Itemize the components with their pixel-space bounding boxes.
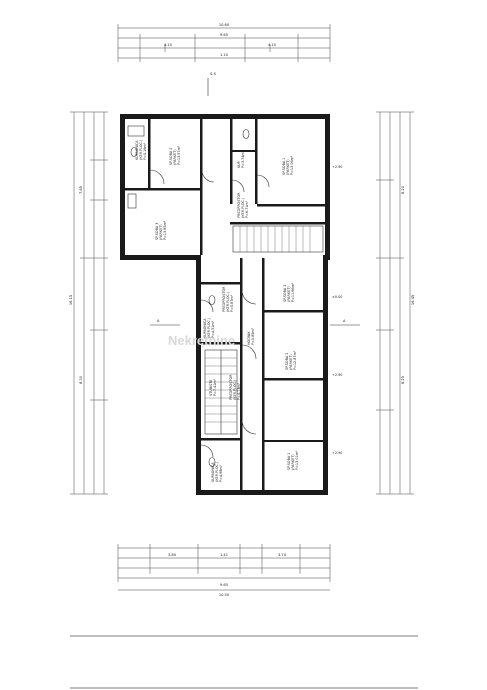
room-bedroom-3-right-l2: (PARKET) [287, 286, 291, 302]
bottom-dim-seg-c: 3.74 [278, 553, 287, 557]
room-hall-top-l3: P=6.71m² [245, 200, 249, 218]
left-dimension-chains: 16.15 7.85 8.30 [69, 111, 108, 495]
watermark: Nekretnine [168, 333, 235, 348]
room-bedroom-3-right-l1: SP.SOBA 3 [283, 285, 287, 302]
room-stairs-l2: P=7.41m² [213, 378, 217, 396]
building-walls [120, 114, 330, 495]
room-bath-top-left-l2: (KER.PLOČ.) [138, 139, 143, 160]
room-bedroom-2-l3: P=13.97m² [177, 145, 181, 165]
kota-2: ±0.00 [332, 295, 342, 299]
room-bedroom-2-right-l2: (PARKET) [289, 354, 293, 370]
door-swings [149, 169, 270, 458]
room-bath-bottom-l1: KUPAONICA [211, 462, 215, 482]
room-bedroom-1-top-l2: (PARKET) [286, 159, 290, 175]
room-bath-mid-l3: P=4.51m² [211, 320, 215, 338]
room-bath-bottom-l3: P=4.98m² [219, 464, 223, 482]
section-label-top: S-S [210, 72, 217, 76]
room-bedroom-1-right-l3: P=13.01m² [295, 450, 299, 470]
room-bath-top-left-l3: P=5.16m² [143, 142, 147, 160]
room-hall-mid-l2: (KER.PLOČ.) [225, 291, 230, 312]
room-bath-top-left-l1: KUPAONICA [135, 140, 139, 160]
top-dim-overall-b: 9.65 [220, 33, 228, 37]
bottom-dimension-chains: 3.80 1.41 3.74 9.65 10.50 [117, 544, 331, 597]
room-hall-mid-l1: PREDPROSTOR [222, 286, 226, 312]
room-bedroom-1-right-l1: SP.SOBA 1 [287, 453, 291, 470]
room-bedroom-1-top-l3: P=13.06m² [290, 155, 294, 175]
left-dim-b: 8.30 [79, 375, 83, 384]
section-mark-left: A [150, 319, 180, 326]
room-bedroom-2-right-l3: P=12.87m² [293, 350, 297, 370]
top-dim-seg-b: 4.15 [268, 43, 276, 47]
right-dim-a: 8.20 [401, 185, 405, 194]
section-mark-top: S-S [207, 72, 217, 96]
height-annotations: +2.90 ±0.00 +2.90 +2.90 [332, 165, 342, 455]
room-bedroom-3-left-l2: (PARKET) [159, 224, 163, 240]
section-label-right: A [343, 319, 346, 323]
room-hall-top-l2: (KER.PLOČ.) [240, 197, 245, 218]
bottom-dim-seg-b: 1.41 [220, 553, 228, 557]
room-bedroom-3-left-l3: P=13.85m² [163, 220, 167, 240]
room-hall-top-l1: PREDPROSTOR [237, 192, 241, 218]
left-dim-a: 7.85 [79, 186, 83, 194]
room-hall-stair-l1: PREDPROSTOR [229, 374, 233, 400]
right-dim-total: 16.45 [411, 295, 415, 305]
room-bedroom-2-l2: (PARKET) [173, 149, 177, 165]
room-bath-bottom-l2: (KER.PLOČ.) [214, 461, 219, 482]
room-bedroom-3-right-l3: P=11.66m² [291, 282, 295, 302]
room-bath-mid-l1: KUPAONICA [203, 318, 207, 338]
kota-1: +2.90 [332, 165, 342, 169]
section-label-left: A [157, 319, 160, 323]
room-bath-small-top-l1: KUP. [237, 161, 241, 168]
bottom-dim-seg-a: 3.80 [168, 553, 177, 557]
room-bedroom-1-top-l1: SP.SOBA 1 [282, 158, 286, 175]
top-dim-overall-a: 10.60 [219, 23, 230, 27]
top-dim-seg-a: 4.15 [164, 43, 172, 47]
bottom-dim-overall-b: 10.50 [219, 593, 230, 597]
right-dimension-chains: 16.45 8.20 8.25 [376, 111, 415, 495]
room-hall-lower-l2: P=5.85m² [251, 327, 255, 345]
room-bedroom-2-l1: SP.SOBA 2 [169, 148, 173, 165]
bottom-dim-overall-a: 9.65 [220, 583, 228, 587]
room-hall-lower-l1: HODNIK [247, 331, 251, 345]
room-bath-mid-l2: (KER.PLOČ.) [206, 317, 211, 338]
stair-treads-upper [232, 225, 324, 253]
top-dim-seg-c: 1.10 [220, 53, 229, 57]
room-labels: KUPAONICA (KER.PLOČ.) P=5.16m² SP.SOBA 2… [135, 139, 299, 482]
room-bedroom-1-right-l2: (PARKET) [291, 454, 295, 470]
kota-3: +2.90 [332, 373, 342, 377]
room-bedroom-2-right-l1: SP.SOBA 2 [285, 353, 289, 370]
room-hall-stair-l3: P=4.73m² [237, 382, 241, 400]
right-dim-b: 8.25 [401, 376, 405, 384]
top-dimension-chains: 10.60 9.65 4.15 4.15 1.10 [117, 23, 331, 62]
stair-treads-lower [204, 349, 238, 435]
room-bedroom-3-left-l1: SP.SOBA 3 [155, 223, 159, 240]
room-hall-mid-l3: P=5.87m² [230, 294, 234, 312]
sanitary-fixtures [127, 125, 250, 467]
left-dim-total: 16.15 [69, 295, 73, 305]
kota-4: +2.90 [332, 451, 342, 455]
room-hall-stair-l2: (KER.PLOČ.) [232, 379, 237, 400]
room-bath-small-top-l2: P=3.74m² [241, 150, 245, 168]
room-stairs-l1: STUBIŠTE [208, 380, 213, 396]
section-mark-right: A [330, 319, 360, 326]
